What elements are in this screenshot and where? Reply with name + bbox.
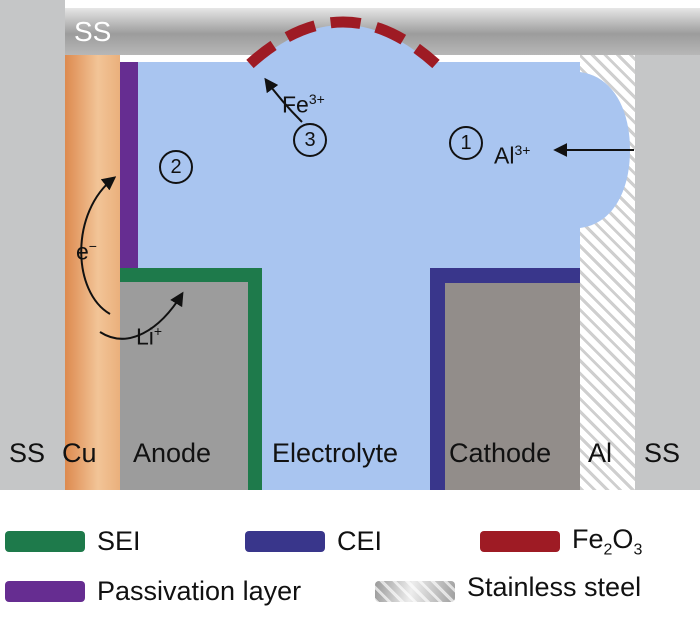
fe2o3-s1: 2 (603, 541, 613, 559)
fe2o3-b2: O (612, 524, 634, 554)
label-anode: Anode (133, 438, 212, 468)
label-li-ion: Li+ (136, 318, 162, 350)
label-cathode: Cathode (449, 438, 552, 468)
region-stainless-steel-right (635, 55, 700, 490)
label-ss-left: SS (9, 438, 46, 468)
fe3-base: Fe (282, 91, 309, 118)
region-copper-collector (65, 55, 120, 490)
al3-sup: 3+ (514, 142, 531, 158)
fe3-sup: 3+ (308, 91, 325, 107)
region-cathode (445, 283, 580, 490)
region-electrolyte-channel (262, 268, 430, 490)
li-base: Li (136, 323, 154, 350)
legend-swatch-cei (245, 531, 325, 552)
label-al: Al (588, 438, 613, 468)
e-sup: − (88, 238, 97, 254)
li-sup: + (153, 323, 163, 339)
region-passivation-layer (120, 62, 138, 268)
legend-label-passivation: Passivation layer (97, 576, 302, 606)
label-electrolyte: Electrolyte (272, 438, 399, 468)
al3-base: Al (494, 142, 515, 169)
label-al3-ion: Al3+ (494, 137, 530, 169)
label-electron: e− (76, 233, 97, 265)
process-circle-1: 1 (449, 126, 483, 160)
region-stainless-steel-left (0, 0, 65, 490)
label-ss-right: SS (644, 438, 681, 468)
process-circle-3: 3 (293, 123, 327, 157)
legend-label-fe2o3: Fe2O3 (572, 524, 642, 565)
legend-label-stainless: Stainless steel (467, 572, 642, 602)
label-fe3-ion: Fe3+ (282, 86, 325, 118)
legend-swatch-stainless (375, 581, 455, 602)
process-circle-2: 2 (159, 150, 193, 184)
region-electrolyte-upper (138, 62, 580, 268)
e-base: e (76, 238, 89, 265)
legend-label-cei: CEI (337, 526, 383, 556)
legend-swatch-sei (5, 531, 85, 552)
region-aluminum-collector (580, 55, 635, 490)
label-ss-top: SS (74, 16, 112, 47)
fe2o3-b1: Fe (572, 524, 604, 554)
legend-swatch-fe2o3 (480, 531, 560, 552)
region-stainless-steel-top-bar (65, 8, 700, 55)
legend-label-sei: SEI (97, 526, 141, 556)
legend-swatch-passivation (5, 581, 85, 602)
label-cu: Cu (62, 438, 97, 468)
fe2o3-s2: 3 (633, 541, 643, 559)
